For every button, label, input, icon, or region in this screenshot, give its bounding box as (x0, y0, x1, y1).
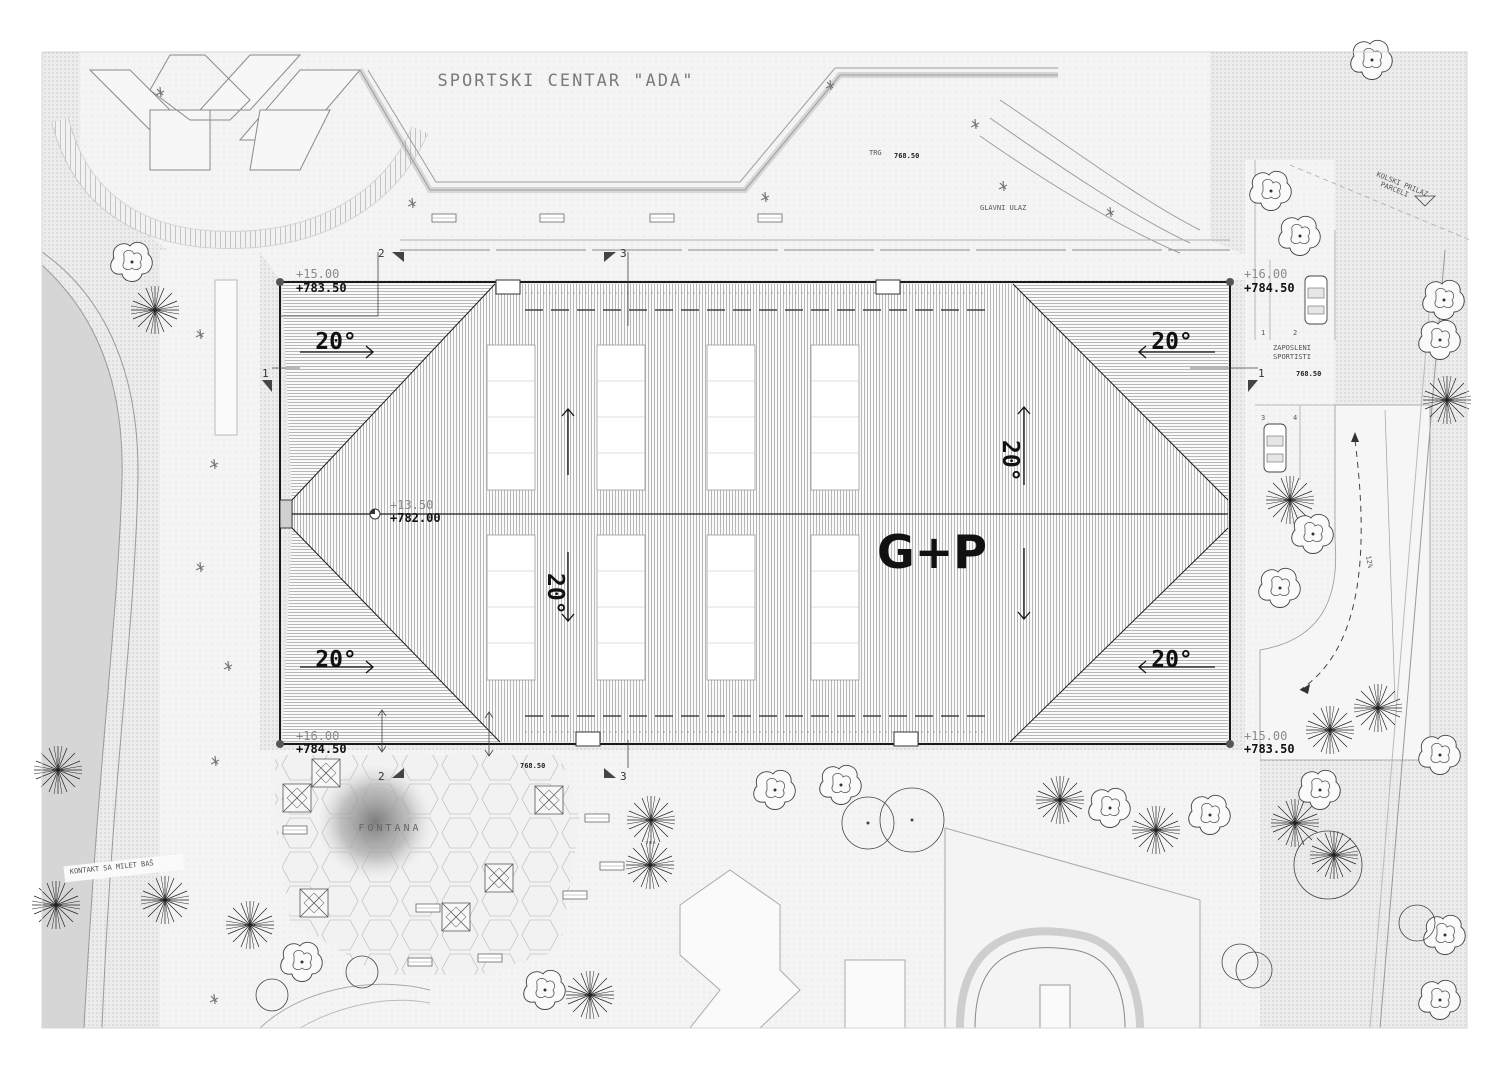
skylights (486, 344, 860, 681)
parking-1: 1 (1261, 329, 1265, 337)
slope-right-vertical: 20° (997, 440, 1023, 482)
stadium-structure (51, 54, 429, 250)
slope-se: 20° (1151, 647, 1193, 673)
plaza-north (80, 52, 1245, 280)
section-2-top: 2 (378, 247, 385, 260)
fontana-label: FONTANA (358, 823, 421, 834)
elev-se-top: +15.00 (1244, 729, 1287, 743)
fountain (317, 764, 433, 880)
section-2-bottom: 2 (378, 770, 385, 783)
section-3-top: 3 (620, 247, 627, 260)
sportisti-label: SPORTISTI (1273, 353, 1311, 361)
river-edge (41, 263, 123, 1029)
slope-nw: 20° (315, 329, 357, 355)
glavni-ulaz-label: GLAVNI ULAZ (980, 204, 1026, 212)
elev-ne-bot: +784.50 (1244, 281, 1295, 295)
zaposleni-label: ZAPOSLENI (1273, 344, 1311, 352)
parking-4: 4 (1293, 414, 1297, 422)
elev-sw-top: +16.00 (296, 729, 339, 743)
level-label-top: 768.50 (894, 152, 919, 160)
running-track (956, 927, 1144, 1029)
trees (31, 39, 1472, 1020)
slope-sw: 20° (315, 647, 357, 673)
level-label-right: 768.50 (1296, 370, 1321, 378)
slope-ne: 20° (1151, 329, 1193, 355)
elev-center-bot: +782.00 (390, 511, 441, 525)
elev-nw-bot: +783.50 (296, 281, 347, 295)
parking-3: 3 (1261, 414, 1265, 422)
slope-left-vertical: 20° (542, 573, 568, 615)
trg-label: TRG (869, 149, 882, 157)
site-title: SPORTSKI CENTAR "ADA" (438, 71, 695, 91)
level-label-bottom: 768.50 (520, 762, 545, 770)
roof-hip-sw (282, 528, 500, 742)
roof-hip-nw (282, 284, 495, 500)
elev-center-top: +13.50 (390, 498, 433, 512)
left-walkway (160, 250, 260, 1028)
roof-plan (276, 278, 1234, 748)
ramp-slope-label: 12% (1364, 555, 1374, 570)
section-1-left: 1 (262, 367, 269, 380)
parking-2: 2 (1293, 329, 1297, 337)
elev-nw-top: +15.00 (296, 267, 339, 281)
elev-ne-top: +16.00 (1244, 267, 1287, 281)
elev-sw-bot: +784.50 (296, 742, 347, 756)
section-1-right: 1 (1258, 367, 1265, 380)
section-3-bottom: 3 (620, 770, 627, 783)
roof-label: G+P (877, 525, 987, 579)
plaza-boundary (357, 67, 1201, 254)
elev-se-bot: +783.50 (1244, 742, 1295, 756)
